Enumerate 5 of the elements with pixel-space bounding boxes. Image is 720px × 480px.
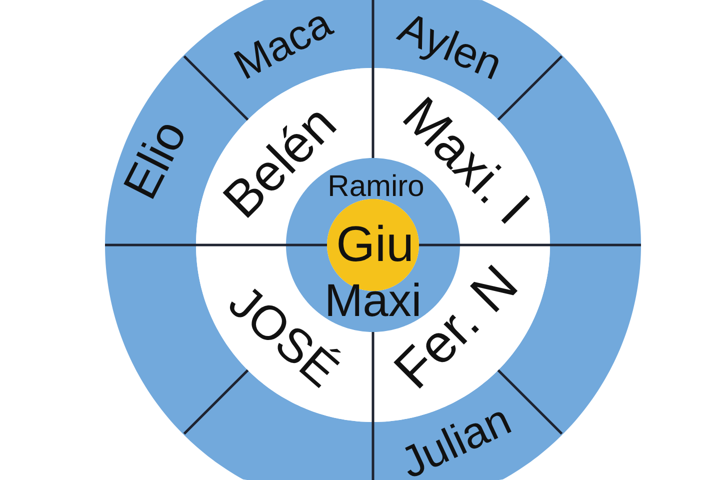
name-label: Aylen [392,6,508,88]
name-label: Elio [116,113,196,207]
name-label: Maca [228,1,338,87]
name-label: Julian [394,398,518,480]
name-label: Giu [336,219,414,269]
